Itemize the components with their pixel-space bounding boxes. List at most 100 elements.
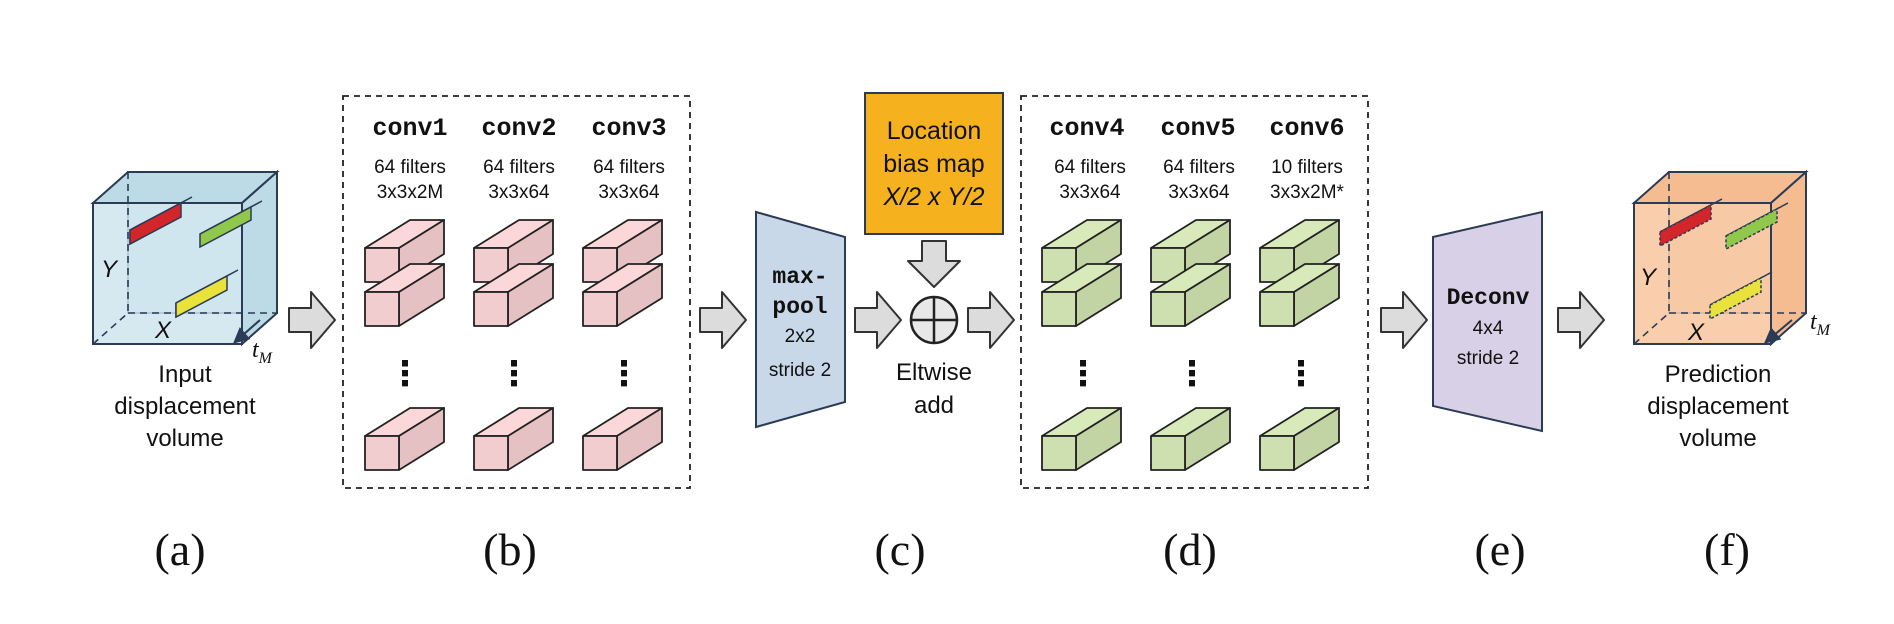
layer-name-conv5: conv5: [1160, 114, 1235, 143]
maxpool-stride: stride 2: [769, 360, 831, 381]
conv-group-2-col2-filter-block-2: [1150, 263, 1231, 327]
kernel-conv1: 3x3x2M: [377, 182, 444, 203]
ellipsis-conv3: ⋮: [607, 355, 641, 393]
location-bias-map: Location bias map X/2 x Y/2: [864, 92, 1004, 235]
kernel-conv4: 3x3x64: [1059, 182, 1121, 203]
input-cube-right-face: [241, 169, 278, 347]
input-caption-3: volume: [146, 425, 223, 452]
input-volume: Y X tM Input displacement volume: [90, 169, 280, 452]
filters-conv3: 64 filters: [593, 157, 665, 178]
maxpool-trapezoid: [755, 210, 846, 429]
maxpool-size: 2x2: [785, 326, 816, 347]
output-cube-right-face: [1770, 169, 1807, 347]
output-caption-1: Prediction: [1665, 361, 1772, 388]
panel-label-a: (a): [154, 524, 205, 575]
location-bias-line-2: bias map: [883, 150, 984, 178]
panel-label-b: (b): [483, 524, 537, 575]
eltwise-label-1: Eltwise: [896, 359, 972, 386]
conv-group-2-col3-filter-block-3: [1259, 407, 1340, 471]
conv-group-2-col3-filter-block-2: [1259, 263, 1340, 327]
panel-labels: (a) (b) (c) (d) (e) (f): [154, 524, 1750, 575]
filters-conv6: 10 filters: [1271, 157, 1343, 178]
kernel-conv5: 3x3x64: [1168, 182, 1230, 203]
maxpool-name-2: pool: [772, 294, 827, 320]
ellipsis-conv1: ⋮: [388, 355, 422, 393]
flow-arrow-a-to-b: [288, 291, 336, 349]
flow-arrow-e-to-f: [1557, 291, 1605, 349]
output-volume: Y X tM Prediction displacement volume: [1631, 169, 1832, 452]
yellow-bar: [175, 269, 239, 319]
output-caption-3: volume: [1679, 425, 1756, 452]
flow-arrow-pool-to-add: [854, 291, 902, 349]
conv-group-1-col1-filter-block-3: [364, 407, 445, 471]
conv-group-2-dashed-box: [1020, 95, 1369, 489]
hidden-edge: [92, 312, 129, 345]
location-bias-line-3: X/2 x Y/2: [883, 183, 985, 211]
filters-conv5: 64 filters: [1163, 157, 1235, 178]
conv-group-2-blocks: [1041, 219, 1340, 471]
filters-conv2: 64 filters: [483, 157, 555, 178]
output-time-label: tM: [1810, 309, 1832, 339]
input-caption-1: Input: [158, 361, 212, 388]
layer-name-conv3: conv3: [591, 114, 666, 143]
kernel-conv6: 3x3x2M*: [1270, 182, 1345, 203]
flow-arrows: [288, 240, 1605, 349]
conv-group-1-col2-filter-block-3: [473, 407, 554, 471]
red-bar: [129, 196, 193, 246]
flow-arrow-bias-to-add: [907, 240, 961, 288]
ellipsis-conv2: ⋮: [497, 355, 531, 393]
conv-group-1-col3-filter-block-3: [582, 407, 663, 471]
ellipsis-conv4: ⋮: [1066, 355, 1100, 393]
predicted-red-bar: [1659, 198, 1723, 248]
conv-group-2: conv4 conv5 conv6 64 filters 64 filters …: [1020, 95, 1369, 489]
conv-group-2-col1-filter-block-3: [1041, 407, 1122, 471]
conv-group-1-col1-filter-block-2: [364, 263, 445, 327]
kernel-conv3: 3x3x64: [598, 182, 660, 203]
layer-name-conv2: conv2: [481, 114, 556, 143]
conv-group-1-col2-filter-block-2: [473, 263, 554, 327]
layer-name-conv6: conv6: [1269, 114, 1344, 143]
conv-group-1-col1-filter-block-1: [364, 219, 445, 283]
ellipsis-conv6: ⋮: [1284, 355, 1318, 393]
conv-group-2-col2-filter-block-3: [1150, 407, 1231, 471]
location-bias-line-1: Location: [887, 117, 982, 145]
flow-arrow-b-to-c: [699, 291, 747, 349]
conv-group-1-col3-filter-block-2: [582, 263, 663, 327]
filters-conv1: 64 filters: [374, 157, 446, 178]
hidden-edge: [1633, 312, 1670, 345]
filters-conv4: 64 filters: [1054, 157, 1126, 178]
flow-arrow-d-to-e: [1380, 291, 1428, 349]
panel-label-e: (e): [1474, 524, 1525, 575]
location-bias-box: [864, 92, 1004, 235]
conv-group-1-blocks: [364, 219, 663, 471]
flow-arrow-c-to-d: [967, 291, 1015, 349]
output-caption-2: displacement: [1647, 393, 1789, 420]
eltwise-add: Eltwise add: [896, 295, 972, 419]
kernel-conv2: 3x3x64: [488, 182, 550, 203]
output-axis-y-label: Y: [1640, 264, 1658, 291]
layer-name-conv4: conv4: [1049, 114, 1124, 143]
ellipsis-conv5: ⋮: [1175, 355, 1209, 393]
predicted-green-bar: [1725, 202, 1789, 251]
panel-label-c: (c): [874, 524, 925, 575]
green-bar: [199, 200, 263, 249]
axis-x-label: X: [154, 317, 172, 344]
axis-y-label: Y: [101, 256, 119, 283]
maxpool-name-1: max-: [772, 264, 827, 290]
conv-group-1-dashed-box: [342, 95, 691, 489]
conv-group-2-col1-filter-block-2: [1041, 263, 1122, 327]
predicted-yellow-bar: [1709, 271, 1773, 321]
deconv-size: 4x4: [1473, 318, 1504, 339]
deconv-block: Deconv 4x4 stride 2: [1432, 210, 1543, 433]
time-arrow: [232, 319, 261, 344]
maxpool-block: max- pool 2x2 stride 2: [755, 210, 846, 429]
panel-label-f: (f): [1704, 524, 1750, 575]
panel-label-d: (d): [1163, 524, 1217, 575]
deconv-stride: stride 2: [1457, 348, 1519, 369]
conv-group-1-col2-filter-block-1: [473, 219, 554, 283]
conv-group-1: conv1 conv2 conv3 64 filters 64 filters …: [342, 95, 691, 489]
time-label: tM: [252, 337, 274, 367]
layer-name-conv1: conv1: [372, 114, 447, 143]
deconv-trapezoid: [1432, 210, 1543, 433]
